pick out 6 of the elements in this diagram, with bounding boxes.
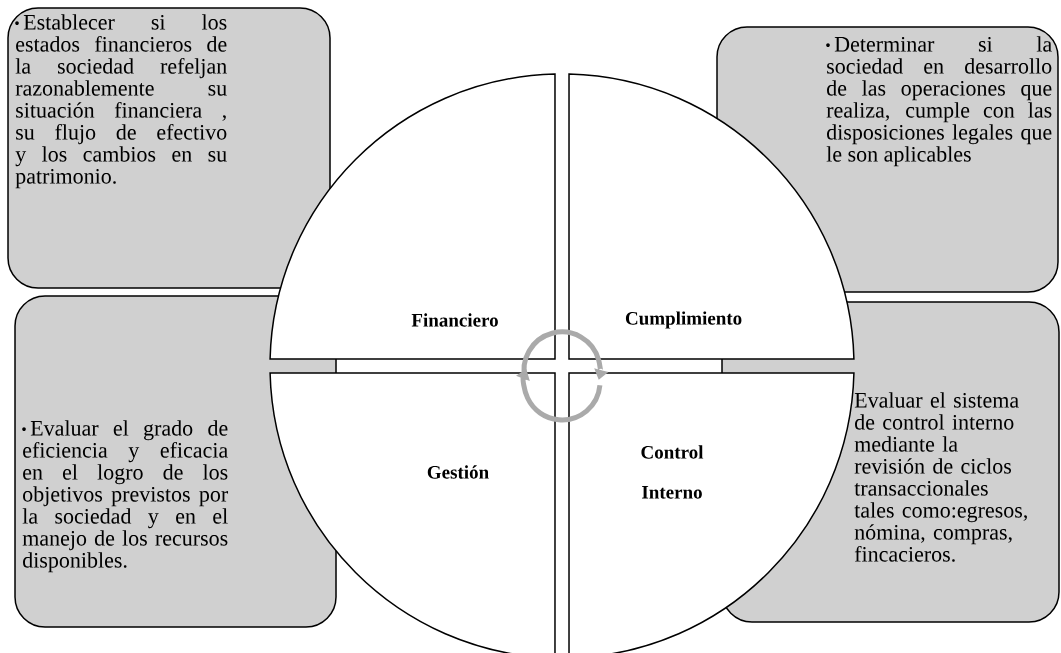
circle-quadrant: Financiero [269, 73, 556, 360]
description-text: Evaluar el grado de eficiencia y eficacia en el logro de los objetivos previstos por la sociedad y en el manejo de los recursos disponibles. [22, 420, 228, 573]
circle-quadrant: Control Interno [568, 372, 855, 653]
description-text: Evaluar el sistema de control interno mediante la revisión de ciclos transaccionales tales como:egresos, nómina, compras, fincacieros. [854, 392, 1027, 562]
circle-quadrant: Gestión [269, 372, 556, 653]
description-text: Establecer si los estados financieros de la sociedad refeljan razonablemente su situación financiera , su flujo de efectivo y los cambios en su patrimonio. [15, 14, 227, 189]
